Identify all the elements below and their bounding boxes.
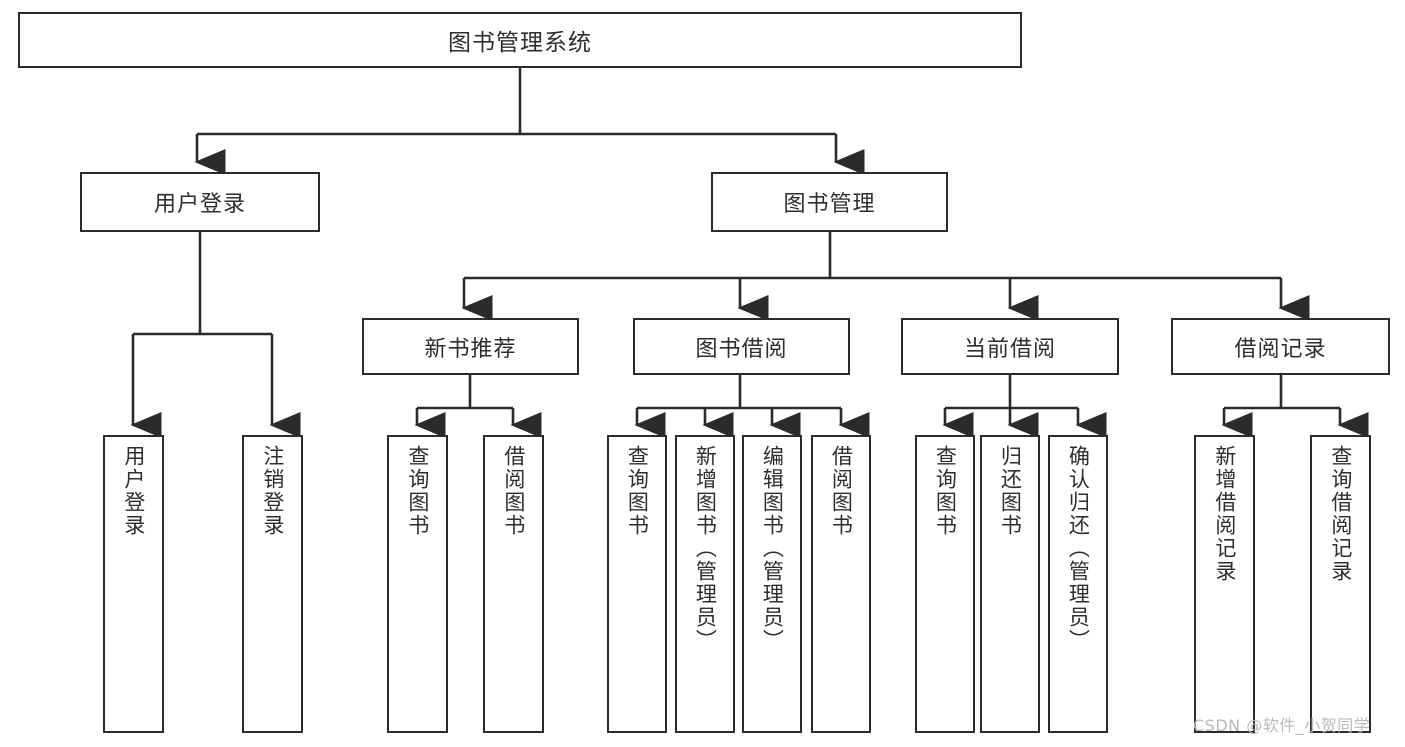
leaf-label: 借阅图书 bbox=[501, 445, 526, 537]
leaf-book-borrow-edit[interactable]: 编辑图书（管理员） bbox=[742, 435, 802, 733]
leaf-label: 编辑图书（管理员） bbox=[760, 445, 785, 652]
node-root[interactable]: 图书管理系统 bbox=[18, 12, 1022, 68]
leaf-label: 新增图书（管理员） bbox=[693, 445, 718, 652]
leaf-label: 注销登录 bbox=[260, 445, 285, 537]
leaf-label: 借阅图书 bbox=[829, 445, 854, 537]
leaf-borrow-record-query[interactable]: 查询借阅记录 bbox=[1310, 435, 1371, 733]
node-borrow-record[interactable]: 借阅记录 bbox=[1171, 318, 1390, 375]
leaf-label: 确认归还（管理员） bbox=[1066, 445, 1091, 652]
leaf-book-borrow-borrow[interactable]: 借阅图书 bbox=[811, 435, 871, 733]
leaf-current-borrow-query[interactable]: 查询图书 bbox=[915, 435, 975, 733]
leaf-current-borrow-confirm-return[interactable]: 确认归还（管理员） bbox=[1048, 435, 1108, 733]
leaf-label: 新增借阅记录 bbox=[1212, 445, 1237, 583]
leaf-current-borrow-return[interactable]: 归还图书 bbox=[980, 435, 1040, 733]
leaf-label: 查询图书 bbox=[405, 445, 430, 537]
leaf-label: 查询图书 bbox=[625, 445, 650, 537]
leaf-user-login-login[interactable]: 用户登录 bbox=[103, 435, 164, 733]
leaf-book-borrow-query[interactable]: 查询图书 bbox=[607, 435, 667, 733]
leaf-new-book-borrow[interactable]: 借阅图书 bbox=[483, 435, 544, 733]
leaf-book-borrow-add[interactable]: 新增图书（管理员） bbox=[675, 435, 735, 733]
leaf-new-book-query[interactable]: 查询图书 bbox=[387, 435, 448, 733]
node-user-login[interactable]: 用户登录 bbox=[80, 172, 320, 232]
node-book-management[interactable]: 图书管理 bbox=[711, 172, 948, 232]
leaf-user-login-logout[interactable]: 注销登录 bbox=[242, 435, 303, 733]
leaf-label: 查询借阅记录 bbox=[1328, 445, 1353, 583]
node-new-book-recommend[interactable]: 新书推荐 bbox=[362, 318, 579, 375]
leaf-label: 用户登录 bbox=[121, 445, 146, 537]
leaf-borrow-record-add[interactable]: 新增借阅记录 bbox=[1194, 435, 1255, 733]
node-book-borrow[interactable]: 图书借阅 bbox=[633, 318, 850, 375]
leaf-label: 归还图书 bbox=[998, 445, 1023, 537]
node-current-borrow[interactable]: 当前借阅 bbox=[901, 318, 1119, 375]
leaf-label: 查询图书 bbox=[933, 445, 958, 537]
